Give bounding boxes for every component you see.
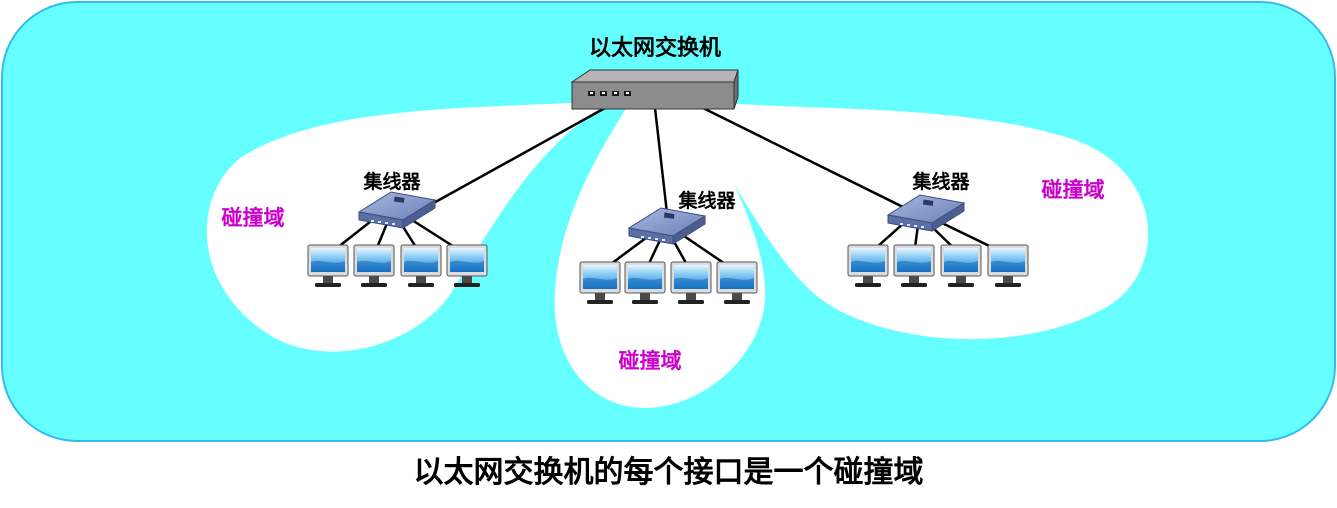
hub-1: 集线器 碰撞域 bbox=[222, 170, 488, 288]
collision-domain-2-region bbox=[554, 97, 766, 408]
hub-1-label: 集线器 bbox=[362, 170, 421, 193]
collision-domain-1-region bbox=[206, 100, 615, 352]
switch-label: 以太网交换机 bbox=[589, 35, 721, 61]
figure-caption: 以太网交换机的每个接口是一个碰撞域 bbox=[413, 455, 924, 490]
switch-icon bbox=[570, 69, 739, 110]
hub-2: 集线器 碰撞域 bbox=[579, 189, 758, 373]
uplink-3 bbox=[702, 106, 906, 210]
collision-domain-3-label: 碰撞域 bbox=[1042, 178, 1105, 202]
hub-2-label: 集线器 bbox=[677, 189, 736, 212]
network-diagram: 以太网交换机 集线器 碰撞域 集线器 碰撞域 集线器 碰撞域 bbox=[1, 1, 1336, 442]
collision-domain-2-label: 碰撞域 bbox=[619, 349, 682, 373]
hub-3: 集线器 碰撞域 bbox=[847, 170, 1105, 288]
uplinks bbox=[429, 106, 906, 223]
hub-3-label: 集线器 bbox=[911, 170, 970, 193]
uplink-2 bbox=[653, 107, 670, 223]
collision-domain-1-label: 碰撞域 bbox=[222, 206, 285, 230]
uplink-1 bbox=[429, 106, 606, 207]
